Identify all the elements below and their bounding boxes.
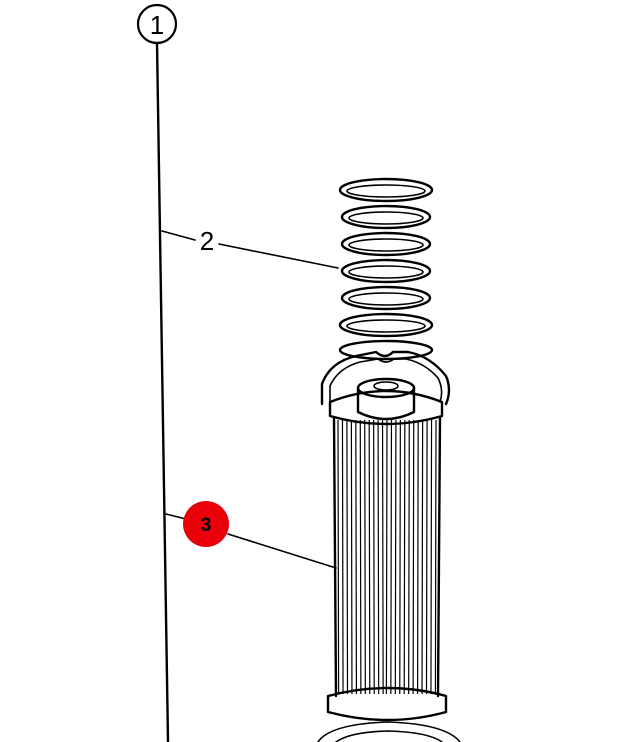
spring-coil <box>340 285 432 311</box>
filter-pleat-line <box>394 419 397 695</box>
filter-pleat-line <box>346 419 349 695</box>
filter-pleat-line <box>377 419 380 695</box>
callout-3-circle <box>183 501 229 547</box>
filter-pleat-line <box>425 419 428 695</box>
compression-spring <box>338 177 434 361</box>
spring-coil <box>340 258 432 284</box>
filter-pleat-line <box>359 419 362 695</box>
filter-pleat-line <box>430 419 433 695</box>
spring-coil-inner <box>348 238 424 252</box>
filter-body-outline <box>332 416 442 698</box>
spring-coil <box>338 312 434 338</box>
filter-leader-branch <box>165 513 187 520</box>
spring-end-coil <box>338 339 434 361</box>
spring-coil-inner <box>348 265 424 279</box>
filter-spigot-hole <box>373 381 399 391</box>
spring-leader-branch <box>161 230 196 241</box>
filter-pleat-line <box>421 419 424 695</box>
callout-1-assembly[interactable]: 1 <box>136 3 178 742</box>
filter-element <box>317 350 461 742</box>
filter-pleat-line <box>373 419 375 695</box>
filter-pleat-line <box>399 419 401 695</box>
filter-top-cap <box>328 389 444 426</box>
filter-pleat-line <box>390 419 393 695</box>
filter-pleat-line <box>381 419 384 695</box>
spring-coil <box>338 177 434 203</box>
filter-pleat-line <box>350 419 353 695</box>
spring-leader-line <box>218 243 339 269</box>
assembly-leader-line <box>155 41 170 742</box>
filter-housing-base <box>317 721 461 742</box>
callout-1-number: 1 <box>150 10 164 40</box>
spring-coil-inner <box>346 184 426 198</box>
filter-pleat-line <box>408 419 410 695</box>
filter-housing-base-inner <box>335 730 443 742</box>
spring-coil <box>340 204 432 230</box>
filter-pleat-line <box>385 419 388 695</box>
callout-2-spring[interactable]: 2 <box>161 226 339 269</box>
filter-pleat-line <box>364 419 366 695</box>
filter-pleat-line <box>412 419 415 695</box>
filter-bottom-cap <box>326 686 448 722</box>
filter-pleat-line <box>355 419 358 695</box>
spring-coil-inner <box>346 319 426 333</box>
filter-pleat-line <box>416 419 419 695</box>
filter-pleat-line <box>434 419 437 695</box>
filter-leader-line <box>227 533 337 569</box>
filter-pleat-line <box>337 419 340 695</box>
filter-handle <box>320 350 451 406</box>
filter-pleat-line <box>403 419 406 695</box>
spring-coil-inner <box>348 292 424 306</box>
filter-pleat-line <box>368 419 371 695</box>
filter-pleats <box>337 419 437 695</box>
spring-coil <box>340 231 432 257</box>
callout-3-number: 3 <box>201 515 212 536</box>
filter-spigot-body <box>356 386 416 421</box>
callout-3-filter[interactable]: 3 <box>165 501 337 569</box>
callout-2-number: 2 <box>200 226 214 256</box>
filter-pleat-line <box>341 419 344 695</box>
spring-coil-inner <box>348 211 424 225</box>
filter-handle-inner <box>329 358 443 403</box>
